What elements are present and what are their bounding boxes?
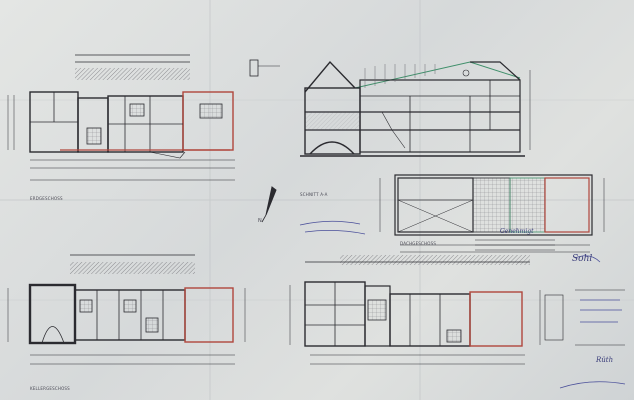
upper-floor-plan [289, 255, 564, 365]
title-block [475, 234, 625, 346]
north-arrow-label: N [258, 218, 262, 224]
ground-floor-label: ERDGESCHOSS [30, 196, 63, 201]
roof-floor-plan [379, 174, 605, 253]
basement-plan [7, 254, 246, 365]
signature-2: Rüth [596, 356, 614, 364]
north-arrow [261, 186, 277, 223]
roof-floor-label: DACHGESCHOSS [400, 241, 437, 246]
approval-caption: Genehmigt [500, 228, 534, 235]
basement-label: KELLERGESCHOSS [30, 386, 70, 391]
ground-floor-plan [7, 54, 280, 181]
pencil-annotations [299, 220, 626, 389]
section-a-a [300, 60, 531, 157]
signature-1: Sohl [572, 254, 593, 264]
section-label: SCHNITT A-A [300, 192, 328, 197]
